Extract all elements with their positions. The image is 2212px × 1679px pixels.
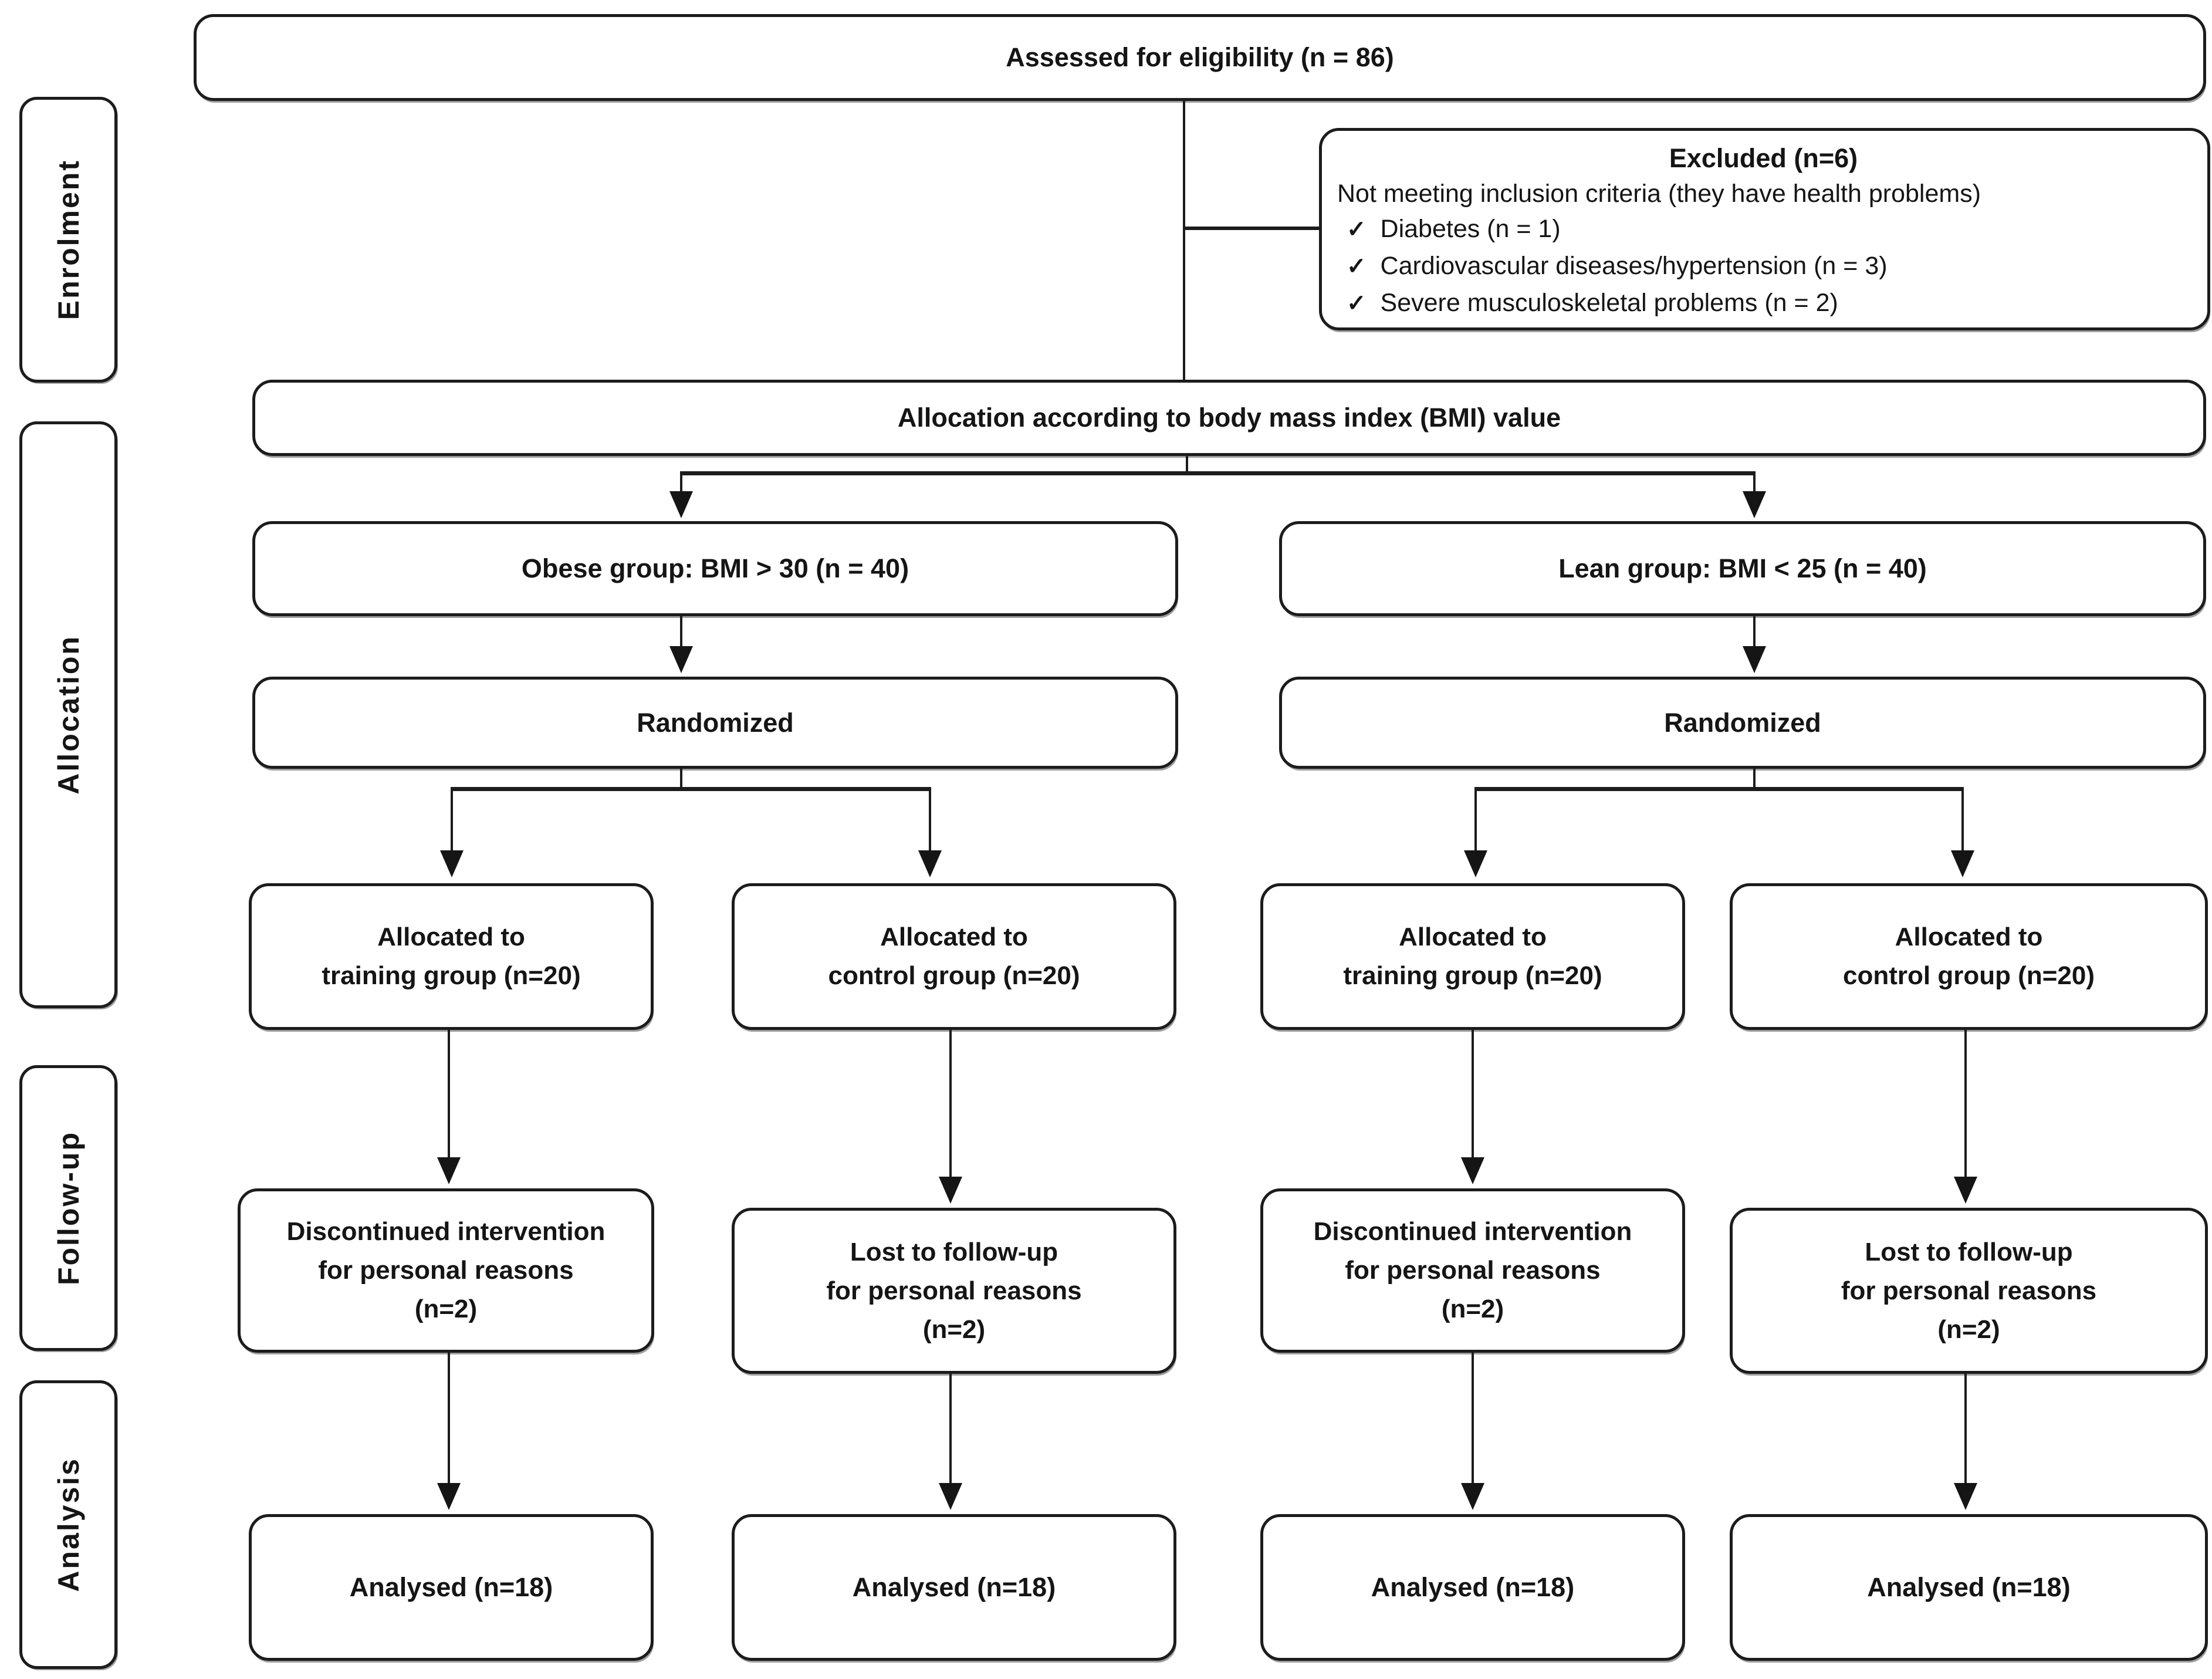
excluded-item-musculoskeletal: ✓ Severe musculoskeletal problems (n = 2… bbox=[1337, 285, 2190, 322]
arrowhead-down-analysis-4 bbox=[1954, 1483, 1977, 1510]
connector-to-obese bbox=[680, 471, 682, 494]
analysed-lean-training-box: Analysed (n=18) bbox=[1260, 1514, 1685, 1661]
lost-followup-lean-box: Lost to follow-up for personal reasons (… bbox=[1730, 1208, 2208, 1374]
connector-control-obese-to-followup bbox=[949, 1030, 952, 1180]
arrowhead-down-followup-3 bbox=[1461, 1157, 1484, 1184]
excluded-title: Excluded (n=6) bbox=[1669, 143, 1858, 173]
analysed-lean-control-box: Analysed (n=18) bbox=[1730, 1514, 2208, 1661]
lost-followup-obese-box: Lost to follow-up for personal reasons (… bbox=[732, 1208, 1176, 1374]
assessed-eligibility-box: Assessed for eligibility (n = 86) bbox=[194, 14, 2206, 101]
excluded-item-text: Diabetes (n = 1) bbox=[1380, 215, 1561, 243]
arrowhead-down-obese bbox=[669, 491, 693, 518]
connector-bmi-split-line bbox=[681, 471, 1756, 475]
arrowhead-down-analysis-2 bbox=[939, 1483, 962, 1510]
bmi-allocation-box: Allocation according to body mass index … bbox=[252, 380, 2206, 456]
connector-to-control-obese bbox=[929, 787, 931, 853]
connector-to-lean bbox=[1753, 471, 1756, 494]
stage-label-followup: Follow-up bbox=[19, 1065, 117, 1351]
arrowhead-down-lean bbox=[1743, 491, 1766, 518]
excluded-box: Excluded (n=6) Not meeting inclusion cri… bbox=[1319, 128, 2210, 330]
excluded-item-text: Severe musculoskeletal problems (n = 2) bbox=[1380, 289, 1838, 317]
arrowhead-down-followup-2 bbox=[939, 1177, 962, 1204]
arrowhead-down-analysis-3 bbox=[1461, 1483, 1484, 1510]
allocated-control-lean-box: Allocated to control group (n=20) bbox=[1730, 883, 2208, 1030]
analysed-obese-training-box: Analysed (n=18) bbox=[249, 1514, 654, 1661]
connector-branch-to-excluded bbox=[1184, 227, 1320, 230]
arrowhead-down-control-obese bbox=[918, 850, 942, 877]
connector-obese-to-randomized bbox=[680, 616, 682, 648]
obese-group-box: Obese group: BMI > 30 (n = 40) bbox=[252, 521, 1178, 616]
arrowhead-down-analysis-1 bbox=[437, 1483, 461, 1510]
arrowhead-down-randomized-obese bbox=[669, 646, 693, 673]
arrowhead-down-randomized-lean bbox=[1743, 646, 1766, 673]
connector-followup4-to-analysis bbox=[1964, 1374, 1967, 1483]
connector-followup3-to-analysis bbox=[1472, 1353, 1474, 1483]
analysed-obese-control-box: Analysed (n=18) bbox=[732, 1514, 1176, 1661]
connector-training-obese-to-followup bbox=[448, 1030, 450, 1160]
excluded-item-diabetes: ✓ Diabetes (n = 1) bbox=[1337, 211, 2190, 248]
check-icon: ✓ bbox=[1347, 254, 1367, 279]
excluded-item-cardiovascular: ✓ Cardiovascular diseases/hypertension (… bbox=[1337, 248, 2190, 285]
stage-label-analysis-text: Analysis bbox=[52, 1457, 85, 1592]
arrowhead-down-followup-1 bbox=[437, 1157, 461, 1184]
stage-label-allocation: Allocation bbox=[19, 421, 117, 1008]
randomized-lean-box: Randomized bbox=[1279, 677, 2206, 769]
excluded-item-text: Cardiovascular diseases/hypertension (n … bbox=[1380, 252, 1888, 280]
connector-bmi-stub bbox=[1186, 456, 1188, 474]
randomized-obese-box: Randomized bbox=[252, 677, 1178, 769]
connector-assessed-to-bmi bbox=[1183, 101, 1185, 381]
connector-randomized-lean-stub bbox=[1753, 769, 1756, 789]
connector-randomized-obese-stub bbox=[680, 769, 682, 789]
lean-group-box: Lean group: BMI < 25 (n = 40) bbox=[1279, 521, 2206, 616]
arrowhead-down-followup-4 bbox=[1954, 1177, 1977, 1204]
connector-to-training-obese bbox=[451, 787, 453, 853]
check-icon: ✓ bbox=[1347, 217, 1367, 242]
connector-control-lean-to-followup bbox=[1964, 1030, 1967, 1180]
allocated-training-lean-box: Allocated to training group (n=20) bbox=[1260, 883, 1685, 1030]
allocated-training-obese-box: Allocated to training group (n=20) bbox=[249, 883, 654, 1030]
allocated-control-obese-box: Allocated to control group (n=20) bbox=[732, 883, 1176, 1030]
check-icon: ✓ bbox=[1347, 290, 1367, 316]
connector-followup2-to-analysis bbox=[949, 1374, 952, 1483]
stage-label-enrolment-text: Enrolment bbox=[52, 159, 85, 320]
connector-to-training-lean bbox=[1474, 787, 1477, 853]
arrowhead-down-control-lean bbox=[1951, 850, 1974, 877]
arrowhead-down-training-lean bbox=[1464, 850, 1487, 877]
stage-label-allocation-text: Allocation bbox=[52, 635, 85, 795]
arrowhead-down-training-obese bbox=[440, 850, 464, 877]
connector-split-lean bbox=[1474, 787, 1964, 791]
discontinued-obese-box: Discontinued intervention for personal r… bbox=[238, 1188, 654, 1353]
stage-label-followup-text: Follow-up bbox=[52, 1130, 85, 1286]
connector-lean-to-randomized bbox=[1753, 616, 1756, 648]
stage-label-enrolment: Enrolment bbox=[19, 97, 117, 383]
connector-training-lean-to-followup bbox=[1472, 1030, 1474, 1160]
connector-split-obese bbox=[451, 787, 931, 791]
stage-label-analysis: Analysis bbox=[19, 1380, 117, 1669]
discontinued-lean-box: Discontinued intervention for personal r… bbox=[1260, 1188, 1685, 1353]
connector-to-control-lean bbox=[1961, 787, 1964, 853]
excluded-subtitle: Not meeting inclusion criteria (they hav… bbox=[1337, 180, 1981, 208]
connector-followup1-to-analysis bbox=[448, 1353, 450, 1483]
